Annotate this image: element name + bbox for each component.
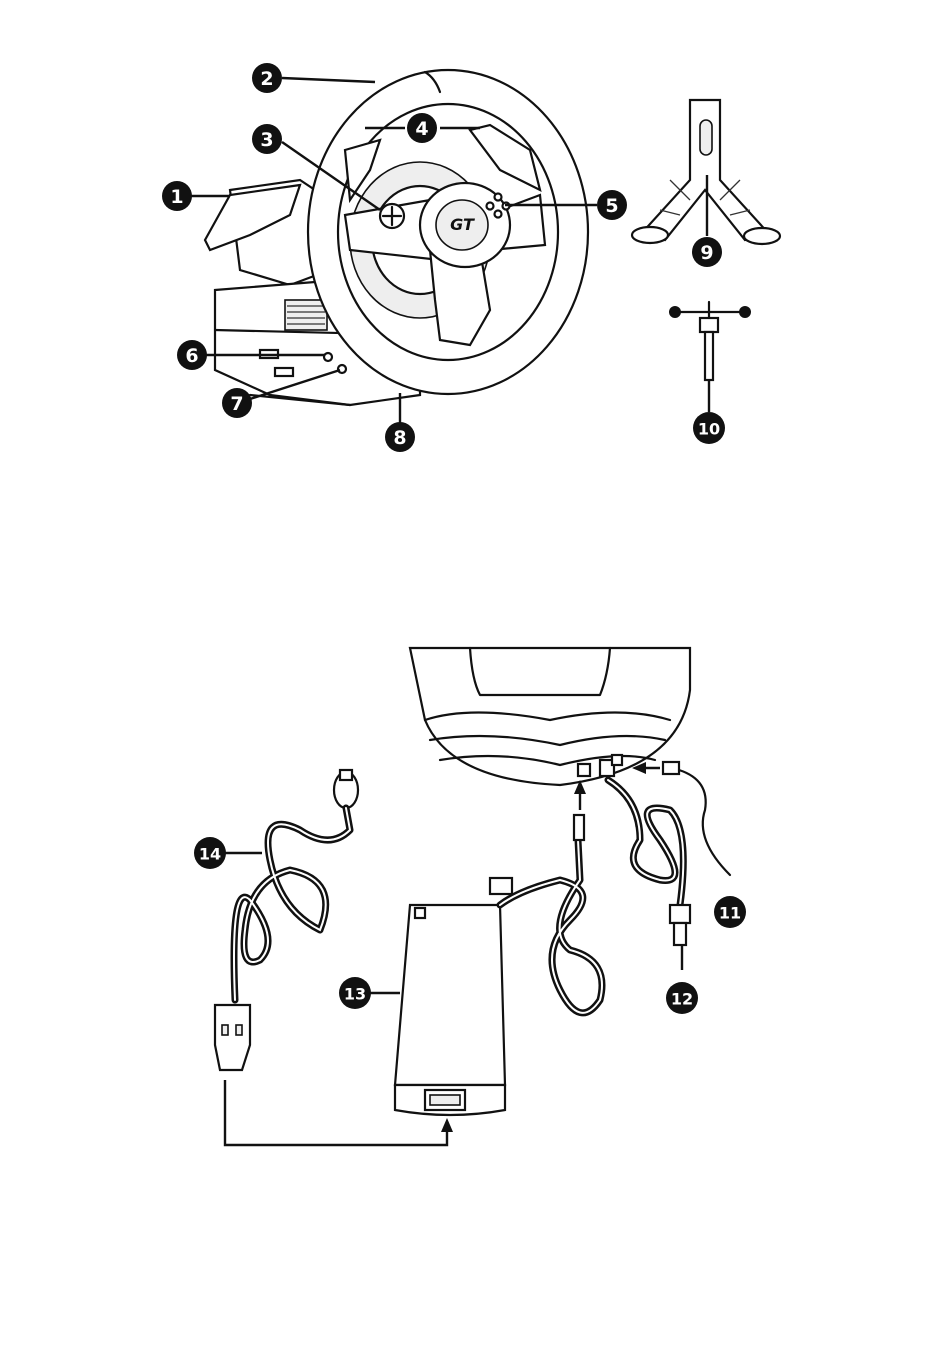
svg-text:GT: GT [450,215,475,234]
callout-badge-9: 9 [692,237,722,267]
callout-badge-6: 6 [177,340,207,370]
callout-label: 8 [393,427,406,449]
power-adapter [370,780,602,1115]
callout-label: 2 [260,68,273,90]
callout-label: 6 [185,345,198,367]
callout-badge-11: 11 [714,896,746,928]
callout-badge-12: 12 [666,982,698,1014]
callout-label: 1 [170,186,183,208]
steering-wheel: GT [308,70,588,394]
callout-badge-10: 10 [693,412,725,444]
callout-badge-1: 1 [162,181,192,211]
callout-label: 14 [199,845,221,864]
clamp-screw [669,302,751,380]
callout-label: 4 [415,118,428,140]
callout-label: 9 [700,242,713,264]
callout-badge-13: 13 [339,977,371,1009]
usb-cable [608,780,690,970]
callout-label: 7 [230,393,243,415]
callout-label: 5 [605,195,618,217]
callout-badge-8: 8 [385,422,415,452]
callout-badge-2: 2 [252,63,282,93]
callout-label: 3 [260,129,273,151]
callout-label: 12 [671,990,693,1009]
wheel-base-rear [410,648,690,785]
callout-badge-3: 3 [252,124,282,154]
callout-label: 13 [344,985,366,1004]
callout-label: 11 [719,904,741,923]
callout-label: 10 [698,420,720,439]
callout-badge-5: 5 [597,190,627,220]
callout-badge-7: 7 [222,388,252,418]
callout-badge-4: 4 [407,113,437,143]
callout-badge-14: 14 [194,837,226,869]
